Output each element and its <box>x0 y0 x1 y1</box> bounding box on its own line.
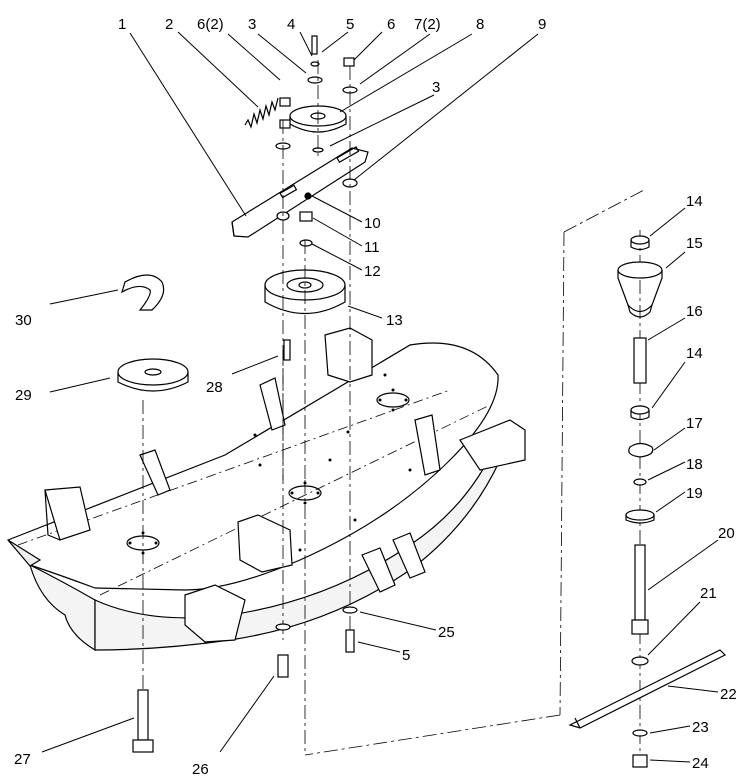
spindle-assembly <box>568 235 727 768</box>
c-washer <box>121 274 165 311</box>
center-lines <box>142 60 645 760</box>
callout-6-2: 6(2) <box>197 16 224 33</box>
callout-29: 29 <box>15 387 32 404</box>
callout-15: 15 <box>686 235 703 252</box>
callout-6: 6 <box>387 16 395 33</box>
callout-20: 20 <box>718 525 735 542</box>
mower-deck <box>6 327 526 652</box>
callout-27: 27 <box>14 751 31 768</box>
callout-30: 30 <box>15 312 32 329</box>
callout-17: 17 <box>686 415 703 432</box>
left-pulley <box>117 358 189 392</box>
callout-28: 28 <box>206 379 223 396</box>
callout-10: 10 <box>364 215 381 232</box>
lower-hardware <box>132 339 358 753</box>
callout-5-top: 5 <box>346 16 354 33</box>
callout-14-top: 14 <box>686 193 703 210</box>
leader-lines <box>41 31 719 763</box>
callout-18: 18 <box>686 456 703 473</box>
callout-25: 25 <box>438 624 455 641</box>
callout-labels: 1 2 6(2) 3 4 5 6 7(2) 8 9 3 10 11 12 13 … <box>14 16 737 778</box>
callout-5-bottom: 5 <box>402 647 410 664</box>
idler-arm <box>231 146 369 238</box>
callout-7-2: 7(2) <box>414 16 441 33</box>
callout-26: 26 <box>192 761 209 778</box>
upper-hardware <box>275 35 358 247</box>
callout-9: 9 <box>538 16 546 33</box>
callout-21: 21 <box>700 585 717 602</box>
idler-spring <box>244 97 279 129</box>
callout-13: 13 <box>386 312 403 329</box>
callout-2: 2 <box>165 16 173 33</box>
callout-22: 22 <box>720 686 737 703</box>
callout-4: 4 <box>287 16 295 33</box>
callout-19: 19 <box>686 485 703 502</box>
callout-12: 12 <box>364 263 381 280</box>
callout-8: 8 <box>476 16 484 33</box>
callout-24: 24 <box>692 755 709 772</box>
callout-1: 1 <box>118 16 126 33</box>
callout-3-mid: 3 <box>432 79 440 96</box>
callout-23: 23 <box>692 719 709 736</box>
callout-11: 11 <box>364 239 380 256</box>
callout-16: 16 <box>686 303 703 320</box>
callout-14-mid: 14 <box>686 345 703 362</box>
callout-3-top: 3 <box>248 16 256 33</box>
